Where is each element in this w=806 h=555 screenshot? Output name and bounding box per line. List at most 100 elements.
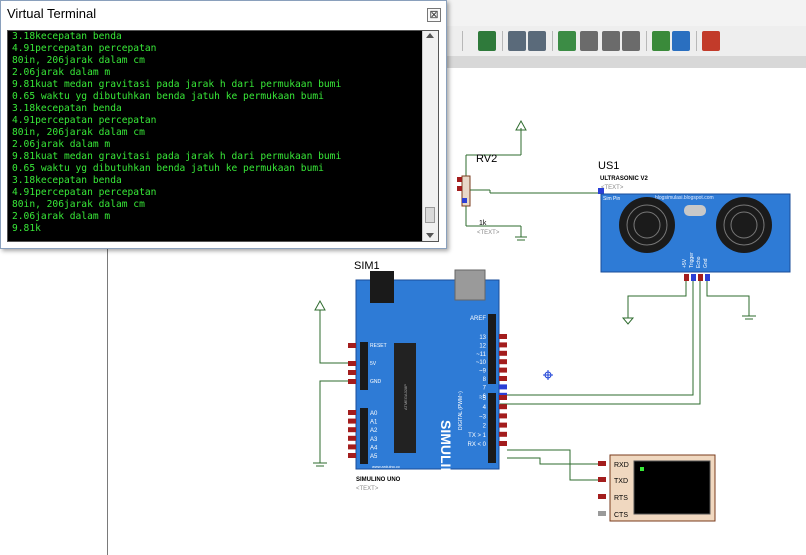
pin-label-cts: CTS [614, 512, 628, 519]
digital-header-high [488, 314, 496, 384]
rv2-ref-label: RV2 [476, 153, 497, 165]
pin-marker [499, 395, 507, 400]
pin-marker [499, 413, 507, 419]
scroll-up-icon[interactable] [426, 33, 434, 38]
netlist-icon[interactable] [580, 31, 598, 51]
power-header [360, 342, 368, 390]
design-explorer-icon[interactable] [478, 31, 496, 51]
us1-pin-gnd: Gnd [703, 258, 709, 268]
pin-marker [499, 422, 507, 428]
sheet-icon[interactable] [602, 31, 620, 51]
ares-icon[interactable] [702, 31, 720, 51]
analog-header [360, 408, 368, 464]
pin-marker [499, 350, 507, 356]
aref-label: AREF [470, 316, 486, 322]
toolbar-separator [462, 31, 463, 51]
power-arrow-icon [621, 317, 635, 325]
analog-pin-label: A5 [370, 454, 378, 460]
wire [500, 281, 701, 405]
toolbar-separator [552, 31, 553, 51]
digital-pin-label: ~10 [476, 360, 487, 366]
terminal-line: 3.18kecepatan benda [12, 175, 122, 186]
terminal-line: 2.06jarak dalam m [12, 67, 111, 78]
digital-pin-label: 13 [479, 335, 486, 341]
wire [507, 457, 598, 465]
pin-marker [457, 186, 462, 191]
tools-icon[interactable] [528, 31, 546, 51]
digital-pin-label: RX < 0 [467, 442, 486, 448]
search-icon[interactable] [508, 31, 526, 51]
pin-marker [598, 494, 606, 499]
usb-port [454, 269, 486, 301]
pin-marker [499, 376, 507, 381]
digital-pin-label: ~6 [479, 394, 487, 400]
chip-label: ATMEGA328P [403, 384, 408, 410]
us1-ultrasonic-sensor[interactable]: US1 ULTRASONIC V2 <TEXT> Sim Pin blogsim… [500, 160, 791, 405]
power-arrow-icon [314, 299, 326, 311]
digital-pin-label: ~3 [479, 414, 487, 420]
digital-header-low [488, 393, 496, 463]
electrical-check-icon[interactable] [652, 31, 670, 51]
us1-pin-5v: +5V [682, 258, 688, 268]
terminal-line: 9.81kuat medan gravitasi pada jarak h da… [12, 151, 342, 162]
analog-pin-label: A4 [370, 445, 378, 451]
netlist-transfer-icon[interactable] [672, 31, 690, 51]
terminal-cursor [640, 467, 644, 471]
atmega-chip [394, 343, 416, 453]
pin-marker [684, 274, 689, 281]
toolbar [440, 26, 806, 57]
us1-pin-echo: Echo [696, 256, 702, 268]
analog-pin-label: A0 [370, 411, 378, 417]
pin-marker [598, 188, 604, 194]
toolbar-separator [502, 31, 503, 51]
terminal-line: 2.06jarak dalam m [12, 211, 111, 222]
power-arrow-icon [515, 119, 527, 131]
bill-of-materials-icon[interactable] [558, 31, 576, 51]
properties-icon[interactable] [622, 31, 640, 51]
digital-label: DIGITAL (PWM~) [458, 391, 464, 430]
pin-marker [348, 453, 356, 458]
digital-pin-label: ~5 [479, 396, 487, 402]
close-icon[interactable]: ⊠ [427, 8, 441, 22]
digital-pin-label: 12 [479, 343, 486, 349]
sim1-arduino-board[interactable]: SIM1 ATMEGA328P SIMULINO AREF DIGITAL (P… [313, 260, 598, 492]
virtual-terminal-component[interactable]: RXD TXD RTS CTS [598, 454, 716, 522]
power-jack [370, 271, 394, 303]
pin-marker [598, 477, 606, 482]
digital-pin-label: TX > 1 [468, 433, 487, 439]
scroll-thumb[interactable] [425, 207, 435, 223]
terminal-line: 4.91percepatan percepatan [12, 43, 157, 54]
sim1-ref-label: SIM1 [354, 260, 380, 272]
us1-text-label: <TEXT> [601, 185, 624, 191]
pin-label-txd: TXD [614, 478, 628, 485]
vertical-scrollbar[interactable] [422, 31, 438, 241]
transducer-ring [633, 211, 661, 239]
terminal-line: 0.65 waktu yg dibutuhkan benda jatuh ke … [12, 91, 324, 102]
sim1-brand-label: SIMULINO [438, 420, 454, 489]
pin-marker [499, 384, 507, 390]
us1-pin-trigger: Trigger [689, 252, 695, 268]
wire [500, 281, 694, 396]
terminal-line: 4.91percepatan percepatan [12, 115, 157, 126]
pin-label-rts: RTS [614, 495, 628, 502]
digital-pin-label: ~11 [476, 352, 486, 358]
us1-model-label: ULTRASONIC V2 [600, 176, 649, 182]
digital-pin-label: 7 [483, 385, 487, 391]
sheet-border-line [107, 68, 108, 555]
wire [319, 310, 348, 364]
pin-marker [705, 274, 710, 281]
terminal-line: 0.65 waktu yg dibutuhkan benda jatuh ke … [12, 163, 324, 174]
analog-pin-label: A2 [370, 428, 378, 434]
terminal-line: 80in, 206jarak dalam cm [12, 199, 145, 210]
wire [319, 380, 348, 463]
scroll-down-icon[interactable] [426, 233, 434, 238]
terminal-line: 3.18kecepatan benda [12, 103, 122, 114]
pin-marker [499, 404, 507, 410]
pin-marker [598, 511, 606, 516]
wire [706, 281, 750, 316]
rv2-potentiometer[interactable]: RV2 1k <TEXT> [457, 119, 598, 241]
analog-pin-label: A3 [370, 437, 378, 443]
